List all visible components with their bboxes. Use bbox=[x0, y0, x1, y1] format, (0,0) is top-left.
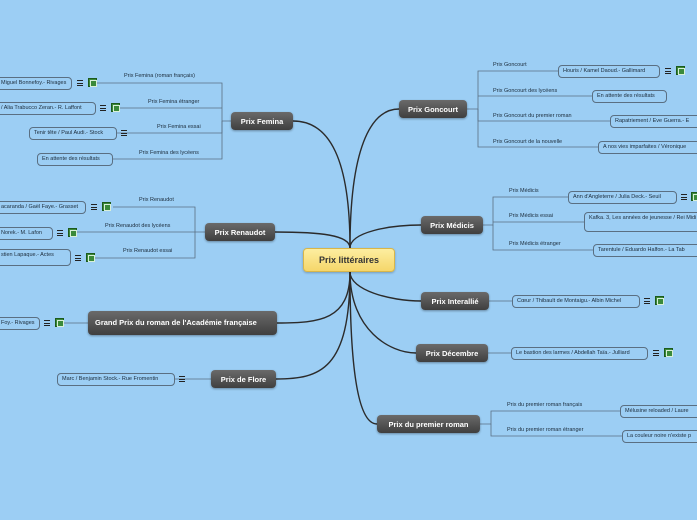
renaudot-sub-0-label: Prix Renaudot bbox=[139, 197, 174, 203]
branch-interallie-label: Prix Interallié bbox=[431, 296, 479, 306]
femina-sub-1-value[interactable]: / Alia Trabucco Zeran.- R. Laffont bbox=[0, 102, 96, 115]
medicis-sub-1-value[interactable]: Kafka. 3, Les années de jeunesse / Rei M… bbox=[584, 212, 697, 232]
notes-icon bbox=[44, 320, 50, 326]
branch-fiore[interactable]: Prix de Flore bbox=[211, 370, 276, 388]
notes-icon bbox=[77, 80, 83, 86]
branch-premier-label: Prix du premier roman bbox=[388, 419, 469, 429]
goncourt-sub-0-value[interactable]: Houris / Kamel Daoud.- Gallimard bbox=[558, 65, 660, 78]
goncourt-sub-1-label: Prix Goncourt des lycéens bbox=[493, 88, 558, 94]
goncourt-sub-3-value[interactable]: A nos vies imparfaites / Véronique bbox=[598, 141, 697, 154]
renaudot-sub-1-label: Prix Renaudot des lycéens bbox=[105, 223, 171, 229]
interallie-value[interactable]: Cœur / Thibault de Montaigu.- Albin Mich… bbox=[512, 295, 640, 308]
book-icon bbox=[676, 66, 685, 75]
medicis-sub-2-value[interactable]: Tarentule / Eduardo Halfon.- La Tab bbox=[593, 244, 697, 257]
branch-medicis[interactable]: Prix Médicis bbox=[421, 216, 483, 234]
branch-femina-label: Prix Femina bbox=[240, 116, 284, 126]
renaudot-sub-2-label: Prix Renaudot essai bbox=[123, 248, 173, 254]
root-node[interactable]: Prix littéraires bbox=[303, 248, 395, 272]
branch-interallie[interactable]: Prix Interallié bbox=[421, 292, 489, 310]
branch-femina[interactable]: Prix Femina bbox=[231, 112, 293, 130]
decembre-value[interactable]: Le bastion des larmes / Abdellah Taïa.- … bbox=[511, 347, 648, 360]
branch-academie[interactable]: Grand Prix du roman de l'Académie frança… bbox=[88, 311, 277, 335]
goncourt-sub-2-label: Prix Goncourt du premier roman bbox=[493, 113, 572, 119]
book-icon bbox=[102, 202, 111, 211]
goncourt-sub-3-label: Prix Goncourt de la nouvelle bbox=[493, 139, 563, 145]
branch-decembre-label: Prix Décembre bbox=[425, 348, 479, 358]
book-icon bbox=[68, 228, 77, 237]
medicis-sub-0-label: Prix Médicis bbox=[509, 188, 539, 194]
branch-premier-roman[interactable]: Prix du premier roman bbox=[377, 415, 480, 433]
notes-icon bbox=[653, 350, 659, 356]
renaudot-sub-2-value[interactable]: stien Lapaque.- Actes bbox=[0, 249, 71, 266]
femina-sub-3-value[interactable]: En attente des résultats bbox=[37, 153, 113, 166]
book-icon bbox=[86, 253, 95, 262]
notes-icon bbox=[644, 298, 650, 304]
branch-fiore-label: Prix de Flore bbox=[220, 374, 267, 384]
medicis-sub-1-label: Prix Médicis essai bbox=[509, 213, 554, 219]
femina-sub-3-label: Prix Femina des lycéens bbox=[139, 150, 199, 156]
branch-decembre[interactable]: Prix Décembre bbox=[416, 344, 488, 362]
branch-goncourt-label: Prix Goncourt bbox=[407, 104, 458, 114]
branch-renaudot[interactable]: Prix Renaudot bbox=[205, 223, 275, 241]
branch-academie-label: Grand Prix du roman de l'Académie frança… bbox=[95, 318, 257, 327]
premier-sub-0-label: Prix du premier roman français bbox=[507, 402, 583, 408]
premier-sub-1-label: Prix du premier roman étranger bbox=[507, 427, 584, 433]
book-icon bbox=[88, 78, 97, 87]
notes-icon bbox=[75, 255, 81, 261]
goncourt-sub-0-label: Prix Goncourt bbox=[493, 62, 527, 68]
fiore-value[interactable]: Marc / Benjamin Stock.- Rue Fromentin bbox=[57, 373, 175, 386]
renaudot-sub-1-value[interactable]: Norek.- M. Lafon bbox=[0, 227, 53, 240]
notes-icon bbox=[121, 130, 127, 136]
notes-icon bbox=[179, 376, 185, 382]
notes-icon bbox=[100, 105, 106, 111]
branch-goncourt[interactable]: Prix Goncourt bbox=[399, 100, 467, 118]
goncourt-sub-2-value[interactable]: Rapatriement / Eve Guerra.- E bbox=[610, 115, 697, 128]
femina-sub-2-value[interactable]: Tenir tête / Paul Audi.- Stock bbox=[29, 127, 117, 140]
notes-icon bbox=[91, 204, 97, 210]
renaudot-sub-0-value[interactable]: acaranda / Gaël Faye.- Grasset bbox=[0, 201, 86, 214]
premier-sub-1-value[interactable]: La couleur noire n'existe p bbox=[622, 430, 697, 443]
medicis-sub-2-label: Prix Médicis étranger bbox=[509, 241, 561, 247]
goncourt-sub-1-value[interactable]: En attente des résultats bbox=[592, 90, 667, 103]
book-icon bbox=[664, 348, 673, 357]
femina-sub-1-label: Prix Femina étranger bbox=[148, 99, 200, 105]
premier-sub-0-value[interactable]: Mélusine reloaded / Laure bbox=[620, 405, 697, 418]
branch-medicis-label: Prix Médicis bbox=[430, 220, 474, 230]
book-icon bbox=[55, 318, 64, 327]
notes-icon bbox=[57, 230, 63, 236]
notes-icon bbox=[681, 194, 687, 200]
root-label: Prix littéraires bbox=[318, 255, 380, 265]
book-icon bbox=[691, 192, 697, 201]
book-icon bbox=[655, 296, 664, 305]
branch-renaudot-label: Prix Renaudot bbox=[214, 227, 266, 237]
femina-sub-0-label: Prix Femina (roman français) bbox=[124, 73, 195, 79]
book-icon bbox=[111, 103, 120, 112]
notes-icon bbox=[665, 68, 671, 74]
medicis-sub-0-value[interactable]: Ann d'Angleterre / Julia Deck.- Seuil bbox=[568, 191, 677, 204]
femina-sub-2-label: Prix Femina essai bbox=[157, 124, 201, 130]
femina-sub-0-value[interactable]: Miguel Bonnefoy.- Rivages bbox=[0, 77, 72, 90]
academie-value[interactable]: Foy.- Rivages bbox=[0, 317, 40, 330]
